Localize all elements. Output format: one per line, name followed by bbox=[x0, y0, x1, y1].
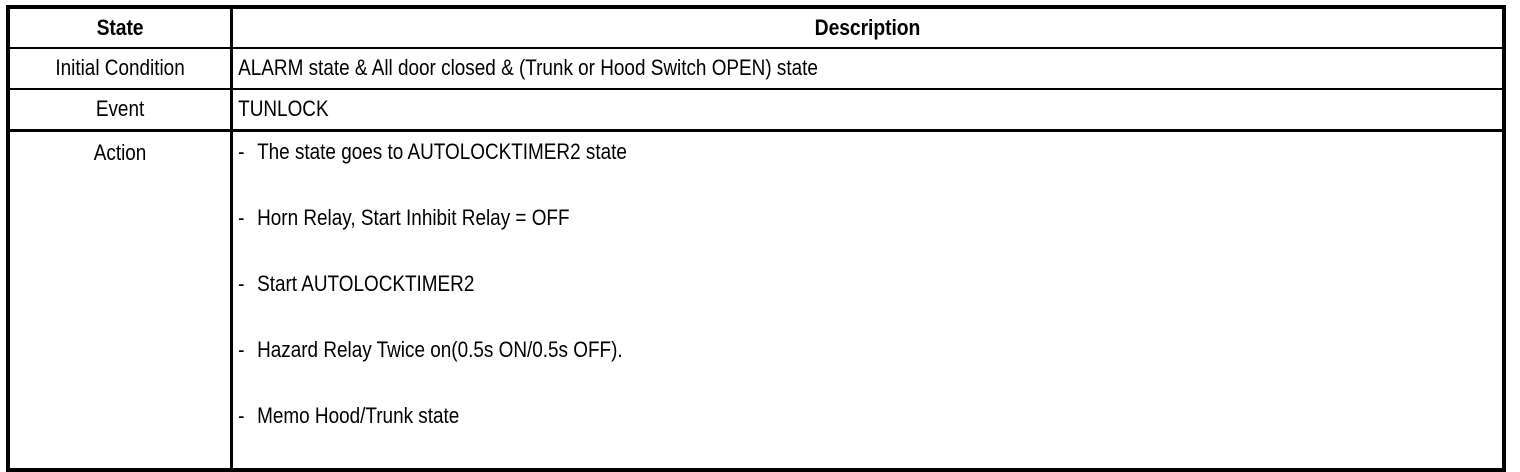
table-body: Initial Condition ALARM state & All door… bbox=[8, 48, 1504, 470]
row-value-initial-condition-text: ALARM state & All door closed & (Trunk o… bbox=[238, 55, 819, 80]
list-item: -Start AUTOLOCKTIMER2 bbox=[233, 270, 1324, 336]
row-label-initial-condition-text: Initial Condition bbox=[55, 55, 185, 80]
row-label-initial-condition: Initial Condition bbox=[8, 48, 234, 90]
list-item: -Memo Hood/Trunk state bbox=[233, 402, 1324, 468]
list-item-text: Memo Hood/Trunk state bbox=[257, 402, 460, 428]
list-item: -Hazard Relay Twice on(0.5s ON/0.5s OFF)… bbox=[233, 336, 1324, 402]
row-value-event: TUNLOCK bbox=[231, 89, 1504, 132]
list-item: -The state goes to AUTOLOCKTIMER2 state bbox=[233, 138, 1324, 204]
list-item-text: Horn Relay, Start Inhibit Relay = OFF bbox=[257, 204, 570, 230]
column-header-state-label: State bbox=[96, 15, 144, 40]
column-header-description-label: Description bbox=[814, 15, 921, 40]
list-item-text: The state goes to AUTOLOCKTIMER2 state bbox=[257, 138, 627, 164]
bullet-dash-icon: - bbox=[238, 402, 245, 428]
table-header: State Description bbox=[8, 7, 1504, 49]
column-header-description: Description bbox=[231, 7, 1504, 49]
bullet-dash-icon: - bbox=[238, 204, 245, 230]
action-bullet-list: -The state goes to AUTOLOCKTIMER2 state … bbox=[233, 132, 1502, 468]
page-root: State Description Initial Condition ALAR… bbox=[6, 5, 1506, 472]
table-row-event: Event TUNLOCK bbox=[8, 89, 1504, 132]
row-label-action: Action bbox=[8, 130, 234, 470]
bullet-dash-icon: - bbox=[238, 336, 245, 362]
state-transition-table: State Description Initial Condition ALAR… bbox=[6, 5, 1506, 472]
list-item: -Horn Relay, Start Inhibit Relay = OFF bbox=[233, 204, 1324, 270]
bullet-dash-icon: - bbox=[238, 270, 245, 296]
bullet-dash-icon: - bbox=[238, 138, 245, 164]
row-value-action: -The state goes to AUTOLOCKTIMER2 state … bbox=[231, 130, 1504, 470]
table-header-row: State Description bbox=[8, 7, 1504, 49]
column-header-state: State bbox=[8, 7, 234, 49]
row-label-event: Event bbox=[8, 89, 234, 132]
list-item-text: Start AUTOLOCKTIMER2 bbox=[257, 270, 475, 296]
row-value-event-text: TUNLOCK bbox=[238, 96, 329, 121]
row-value-initial-condition: ALARM state & All door closed & (Trunk o… bbox=[231, 48, 1504, 90]
row-label-action-text: Action bbox=[93, 139, 147, 165]
list-item-text: Hazard Relay Twice on(0.5s ON/0.5s OFF). bbox=[257, 336, 623, 362]
row-label-event-text: Event bbox=[95, 96, 145, 121]
table-row-initial-condition: Initial Condition ALARM state & All door… bbox=[8, 48, 1504, 90]
table-row-action: Action -The state goes to AUTOLOCKTIMER2… bbox=[8, 130, 1504, 470]
